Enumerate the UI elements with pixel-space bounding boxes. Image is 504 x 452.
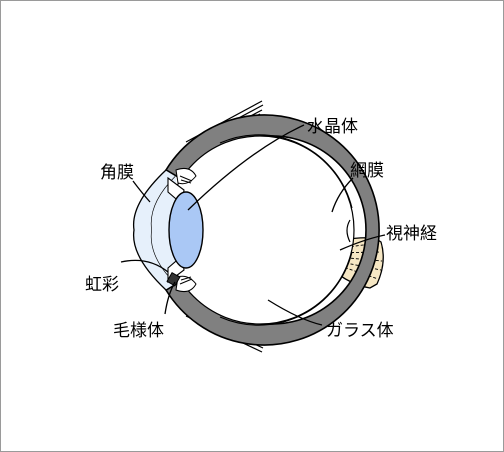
label-retina: 網膜 (350, 161, 384, 181)
label-cornea: 角膜 (100, 163, 134, 183)
leader-lines (120, 124, 386, 326)
ciliary-body-muscle (166, 271, 181, 287)
retina-layer (219, 134, 353, 326)
label-vitreous-body: ガラス体 (326, 321, 394, 341)
label-ciliary-body: 毛様体 (113, 321, 164, 341)
anterior-chamber (151, 176, 176, 284)
label-lens: 水晶体 (307, 117, 358, 137)
label-iris: 虹彩 (85, 275, 119, 295)
sclera (164, 114, 380, 346)
ciliary-body (175, 168, 197, 292)
optic-disc (346, 219, 351, 243)
lens-shape (168, 191, 204, 269)
label-optic-nerve: 視神経 (386, 224, 437, 244)
